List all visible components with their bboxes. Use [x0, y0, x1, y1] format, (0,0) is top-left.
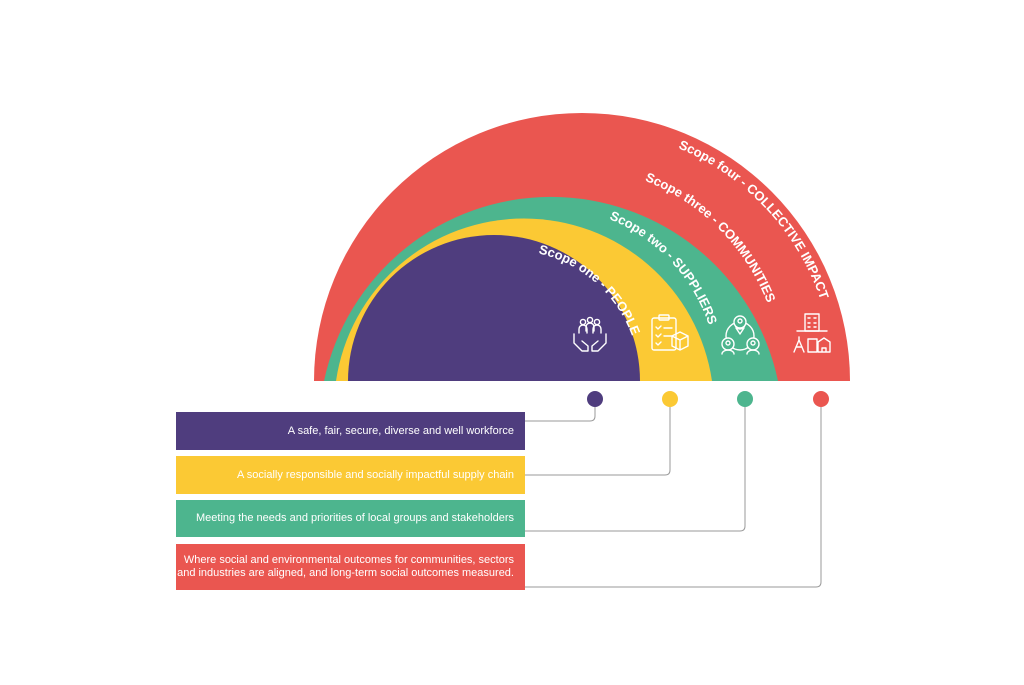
description-box-suppliers: A socially responsible and socially impa…	[176, 456, 525, 494]
description-box-communities: Meeting the needs and priorities of loca…	[176, 500, 525, 537]
description-people: A safe, fair, secure, diverse and well w…	[287, 424, 514, 437]
dot-scope-four	[813, 391, 829, 407]
description-communities: Meeting the needs and priorities of loca…	[196, 512, 514, 524]
dot-scope-one	[587, 391, 603, 407]
connector-scope-one	[525, 399, 596, 422]
connector-scope-two	[525, 399, 671, 476]
connector-scope-four	[525, 399, 822, 588]
community-network-icon	[721, 315, 760, 355]
city-buildings-icon	[793, 313, 831, 353]
dot-scope-two	[662, 391, 678, 407]
arc-scope-one	[348, 235, 640, 381]
description-box-people: A safe, fair, secure, diverse and well w…	[176, 412, 525, 450]
people-in-hands-icon	[573, 316, 607, 352]
supply-checklist-icon	[651, 314, 689, 351]
dot-scope-three	[737, 391, 753, 407]
description-box-collective: Where social and environmental outcomes …	[176, 544, 525, 590]
description-collective-line1: Where social and environmental outcomes …	[183, 554, 514, 566]
description-suppliers: A socially responsible and socially impa…	[237, 468, 514, 481]
description-collective-line2: and industries are aligned, and long-ter…	[177, 567, 514, 579]
connector-scope-three	[525, 399, 746, 532]
